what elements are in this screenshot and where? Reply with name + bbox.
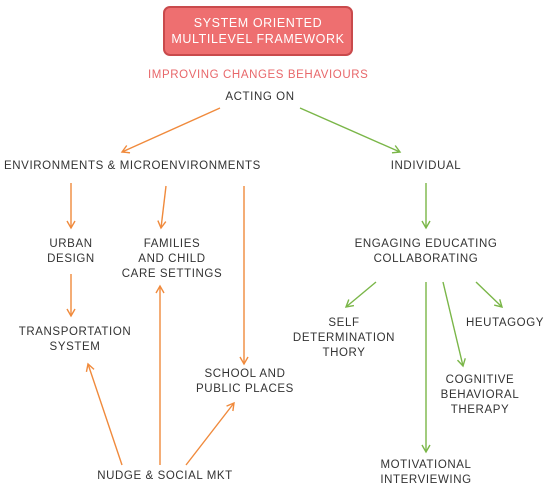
arrow-engaging-to-cbt: [442, 281, 466, 368]
arrow-acting-to-individual: [299, 107, 402, 154]
self-determination-line-1: SELF: [328, 317, 360, 329]
self-determination-line-2: DETERMINATION: [292, 332, 396, 344]
cbt-line-3: THERAPY: [450, 404, 510, 416]
engaging-line-1: ENGAGING EDUCATING: [354, 238, 498, 250]
arrow-env-to-families: [157, 185, 167, 230]
cbt-line-2: BEHAVIORAL: [440, 389, 520, 401]
urban-design-line-1: URBAN: [49, 238, 93, 250]
motivational-line-1: MOTIVATIONAL: [380, 459, 472, 471]
transportation-node: TRANSPORTATION SYSTEM: [10, 325, 140, 355]
school-node: SCHOOL AND PUBLIC PLACES: [190, 367, 300, 397]
environments-node: ENVIRONMENTS & MICROENVIRONMENTS: [4, 160, 261, 172]
engaging-line-2: COLLABORATING: [373, 253, 479, 265]
title-box: SYSTEM ORIENTED MULTILEVEL FRAMEWORK: [163, 6, 353, 56]
engaging-node: ENGAGING EDUCATING COLLABORATING: [346, 237, 506, 267]
arrow-nudge-to-transport: [85, 362, 123, 466]
school-line-1: SCHOOL AND: [204, 368, 286, 380]
self-determination-node: SELF DETERMINATION THORY: [289, 316, 399, 361]
title-line-2: MULTILEVEL FRAMEWORK: [171, 32, 345, 46]
self-determination-line-3: THORY: [322, 347, 366, 359]
families-line-3: CARE SETTINGS: [121, 268, 223, 280]
school-line-2: PUBLIC PLACES: [196, 383, 294, 395]
cbt-line-1: COGNITIVE: [445, 374, 515, 386]
individual-node: INDIVIDUAL: [390, 160, 462, 172]
transportation-line-2: SYSTEM: [49, 341, 101, 353]
subtitle: IMPROVING CHANGES BEHAVIOURS: [148, 69, 369, 81]
heutagogy-node: HEUTAGOGY: [465, 317, 545, 329]
arrow-acting-to-environments: [120, 107, 221, 154]
motivational-line-2: INTERVIEWING: [380, 474, 472, 486]
urban-design-line-2: DESIGN: [47, 253, 95, 265]
families-line-2: AND CHILD: [138, 253, 206, 265]
families-node: FAMILIES AND CHILD CARE SETTINGS: [112, 237, 232, 282]
arrow-nudge-to-school: [185, 401, 235, 466]
urban-design-node: URBAN DESIGN: [21, 237, 121, 267]
acting-on-label: ACTING ON: [225, 91, 295, 103]
title-line-1: SYSTEM ORIENTED: [193, 16, 323, 30]
arrow-engaging-to-heutagogy: [475, 281, 504, 308]
motivational-node: MOTIVATIONAL INTERVIEWING: [371, 458, 481, 488]
arrow-engaging-to-selfdet: [344, 281, 377, 308]
nudge-node: NUDGE & SOCIAL MKT: [97, 470, 233, 482]
cbt-node: COGNITIVE BEHAVIORAL THERAPY: [430, 373, 530, 418]
transportation-line-1: TRANSPORTATION: [18, 326, 132, 338]
families-line-1: FAMILIES: [143, 238, 201, 250]
